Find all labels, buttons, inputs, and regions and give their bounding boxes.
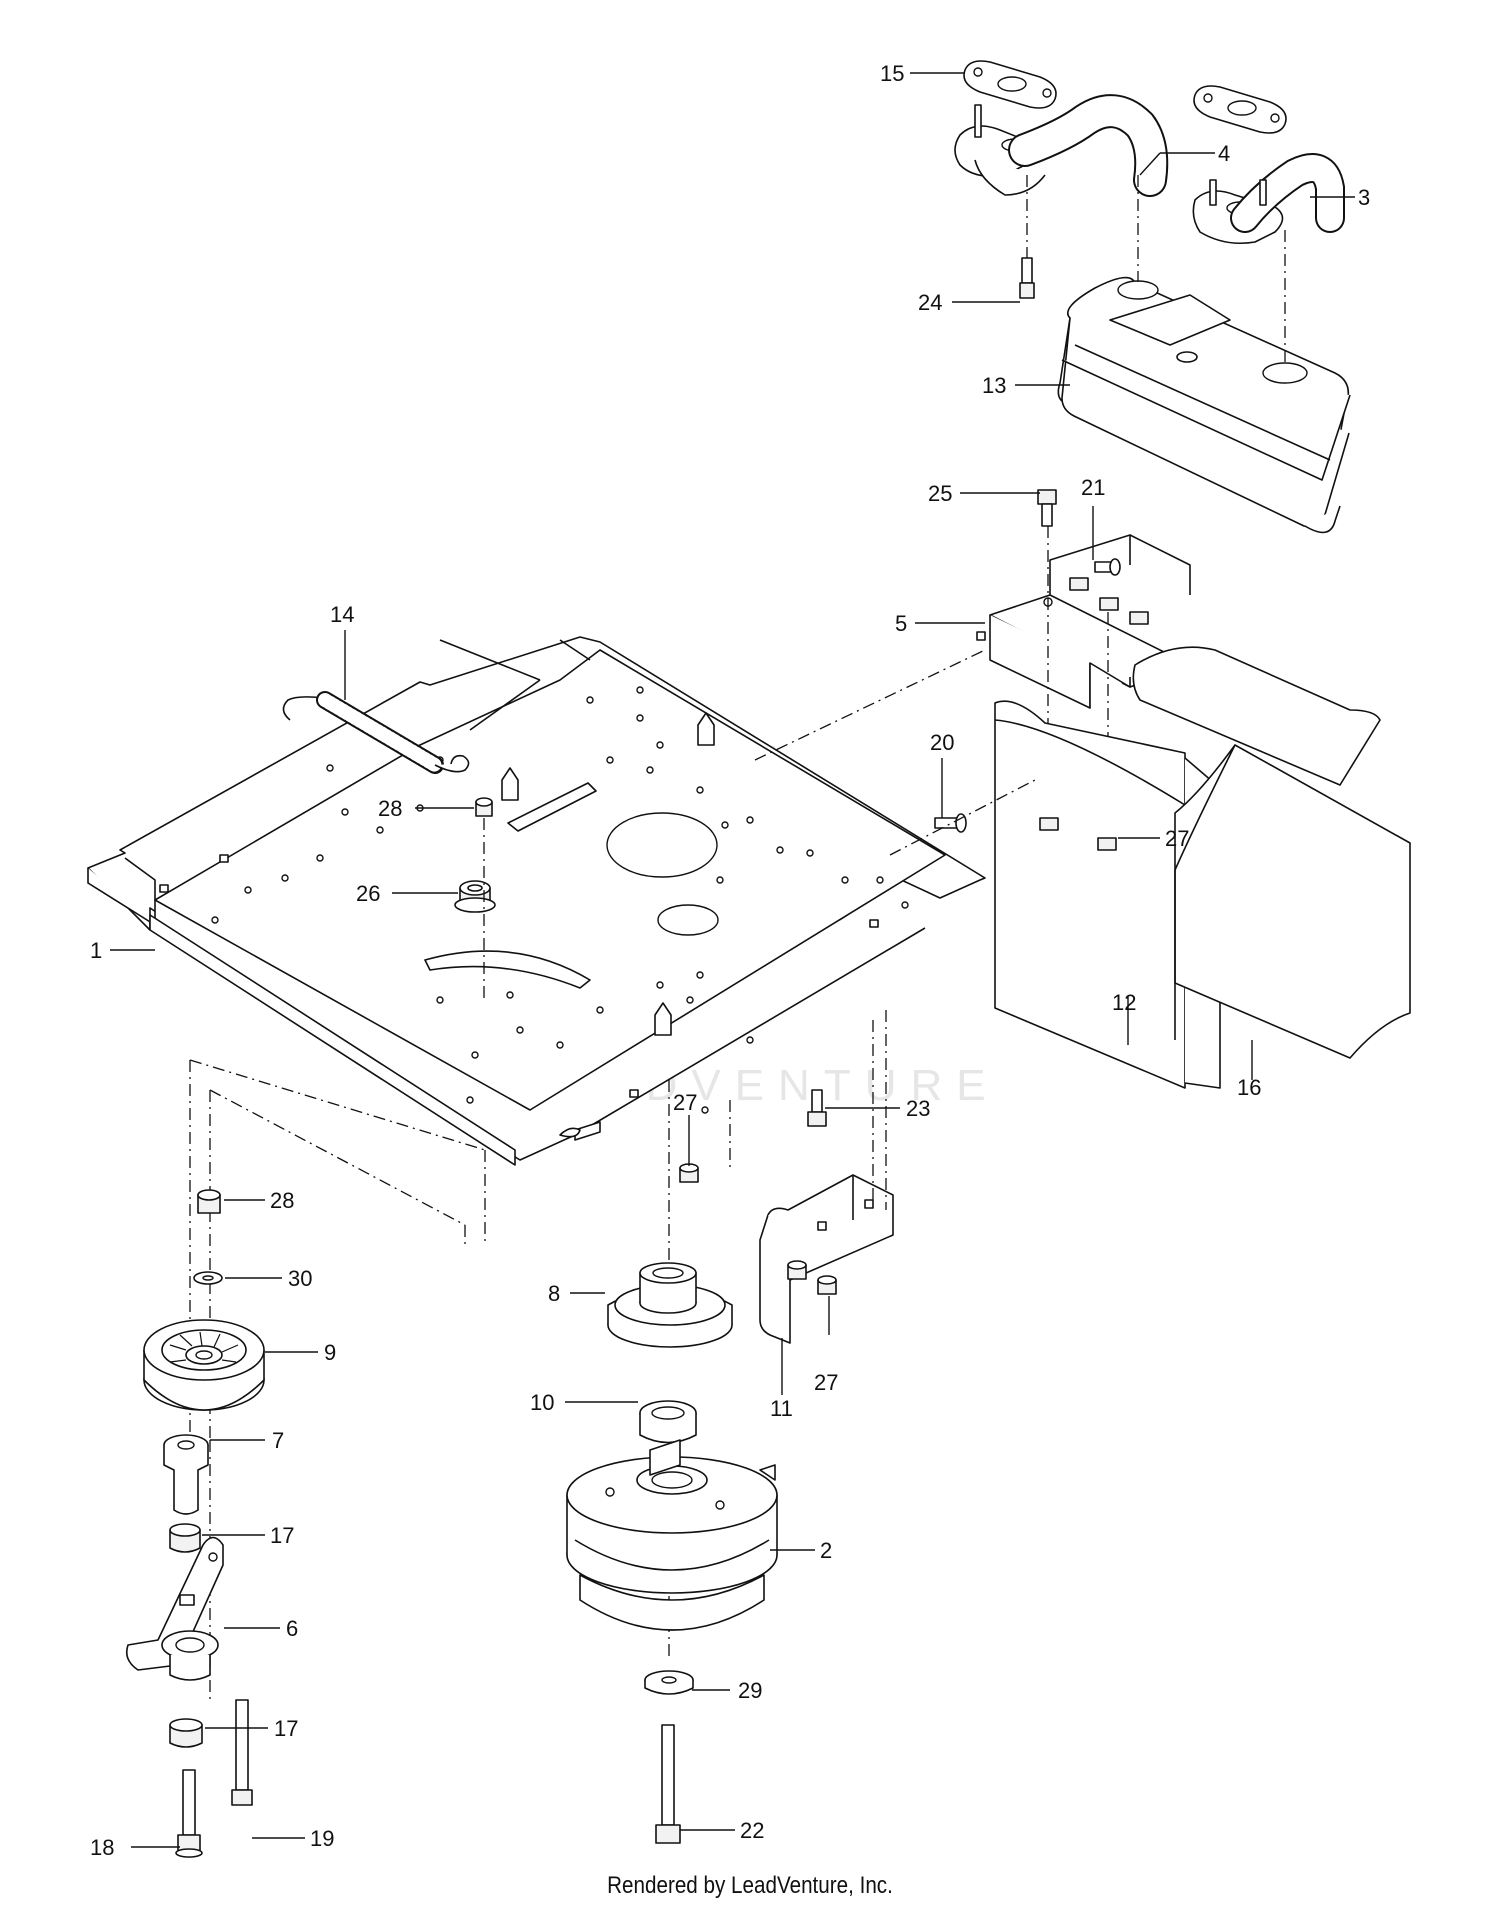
label-part-27-bracket: 27: [814, 1370, 838, 1395]
label-part-8: 8: [548, 1281, 560, 1306]
label-part-28-lower: 28: [270, 1188, 294, 1213]
bushing-17-upper: [169, 1523, 201, 1553]
label-part-7: 7: [272, 1428, 284, 1453]
label-part-9: 9: [324, 1340, 336, 1365]
label-part-4: 4: [1218, 141, 1230, 166]
label-part-28-upper: 28: [378, 796, 402, 821]
spacer-10: [639, 1400, 697, 1444]
nut-27-shield: [1039, 817, 1117, 851]
washer-29: [644, 1670, 694, 1695]
bolt-25: [1037, 489, 1057, 527]
label-part-17-lower: 17: [274, 1716, 298, 1741]
bolt-20: [934, 813, 967, 833]
label-part-11: 11: [770, 1396, 793, 1421]
shield-16: [1132, 646, 1411, 1059]
label-part-24: 24: [918, 290, 942, 315]
bracket-5: [976, 534, 1191, 709]
nut-27-deck: [679, 1163, 699, 1183]
exhaust-pipe-3: [1192, 153, 1345, 245]
label-part-27-deck: 27: [673, 1090, 697, 1115]
label-part-23: 23: [906, 1096, 930, 1121]
label-part-3: 3: [1358, 185, 1370, 210]
label-part-6: 6: [286, 1616, 298, 1641]
idler-arm-6: [125, 1536, 224, 1681]
pulley-8: [607, 1262, 733, 1348]
label-part-10: 10: [530, 1390, 554, 1415]
label-part-2: 2: [820, 1538, 832, 1563]
idler-pulley-9: [143, 1319, 265, 1411]
label-part-12: 12: [1112, 990, 1136, 1015]
label-part-29: 29: [738, 1678, 762, 1703]
label-part-27-shield: 27: [1165, 826, 1189, 851]
leader-lines: [110, 72, 1355, 1848]
spring: [282, 691, 470, 774]
label-part-15: 15: [880, 61, 904, 86]
deck-plate: [87, 636, 986, 1166]
label-part-14: 14: [330, 602, 354, 627]
label-part-25: 25: [928, 481, 952, 506]
clutch-2: [566, 1439, 778, 1631]
footer-credit: Rendered by LeadVenture, Inc.: [607, 1872, 893, 1899]
bolt-18: [175, 1769, 203, 1858]
nut-26: [454, 880, 496, 913]
bolt-23: [807, 1089, 827, 1127]
gasket-3: [1193, 85, 1287, 134]
label-part-26: 26: [356, 881, 380, 906]
label-part-1: 1: [90, 938, 102, 963]
label-part-16: 16: [1237, 1075, 1261, 1100]
label-part-19: 19: [310, 1826, 334, 1851]
label-part-21: 21: [1081, 475, 1105, 500]
washer-30: [193, 1271, 223, 1285]
bushing-7: [163, 1434, 209, 1515]
label-part-18: 18: [90, 1835, 114, 1860]
label-part-20: 20: [930, 730, 954, 755]
part-labels: 15 4 3 24 13 25 21 5 14 20 28 27 26 1 12…: [90, 61, 1370, 1860]
label-part-22: 22: [740, 1818, 764, 1843]
exhaust-pipe-4: [954, 94, 1169, 197]
bracket-11: [759, 1174, 894, 1344]
bushing-17-lower: [169, 1718, 203, 1748]
label-part-5: 5: [895, 611, 907, 636]
muffler: [1057, 276, 1351, 534]
bolt-22: [655, 1724, 681, 1844]
nut-28-upper: [475, 797, 493, 817]
label-part-30: 30: [288, 1266, 312, 1291]
label-part-13: 13: [982, 373, 1006, 398]
gasket-15: [963, 60, 1057, 109]
bolt-24: [1019, 257, 1035, 299]
nut-28-lower: [197, 1189, 221, 1214]
bolt-19: [231, 1699, 253, 1806]
label-part-17-upper: 17: [270, 1523, 294, 1548]
bolt-21: [1094, 558, 1121, 576]
